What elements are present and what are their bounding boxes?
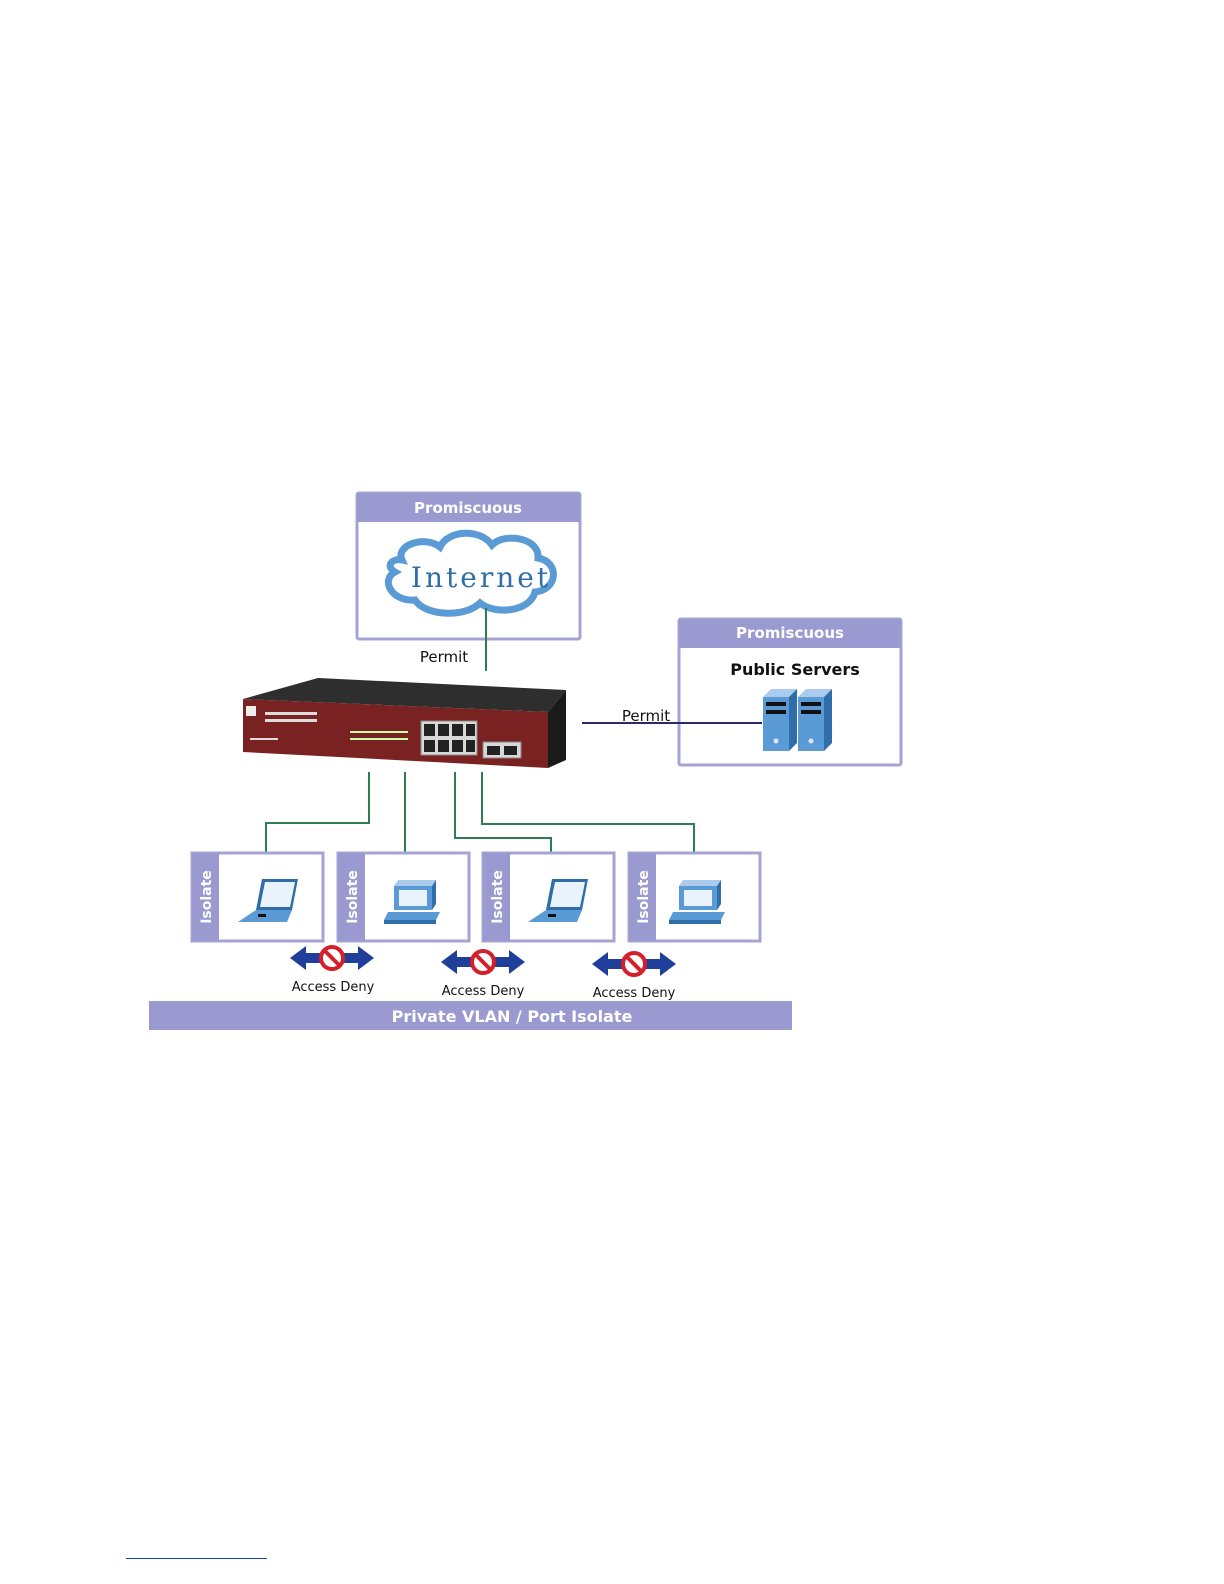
public-servers-title: Public Servers xyxy=(730,660,860,679)
server-permit-label: Permit xyxy=(622,707,670,725)
isolate-label: Isolate xyxy=(490,870,506,924)
access-deny-2: Access Deny xyxy=(441,950,525,999)
footnote-rule xyxy=(126,1558,267,1559)
no-entry-icon xyxy=(472,951,494,973)
access-deny-label: Access Deny xyxy=(292,980,375,995)
internet-panel: Promiscuous Internet xyxy=(357,493,580,639)
private-vlan-bar: Private VLAN / Port Isolate xyxy=(149,1001,792,1030)
access-deny-3: Access Deny xyxy=(592,952,676,1001)
switch-icon xyxy=(243,678,566,768)
access-deny-label: Access Deny xyxy=(442,984,525,999)
internet-panel-header: Promiscuous xyxy=(414,499,522,517)
no-entry-icon xyxy=(321,947,343,969)
private-vlan-label: Private VLAN / Port Isolate xyxy=(392,1007,633,1026)
access-deny-label: Access Deny xyxy=(593,986,676,1001)
isolate-panel-4: Isolate xyxy=(629,853,760,941)
isolate-label: Isolate xyxy=(199,870,215,924)
no-entry-icon xyxy=(623,953,645,975)
isolate-panel-1: Isolate xyxy=(192,853,323,941)
internet-cloud-label: Internet xyxy=(411,561,551,594)
isolate-panel-2: Isolate xyxy=(338,853,469,941)
isolate-panel-3: Isolate xyxy=(483,853,614,941)
access-deny-1: Access Deny xyxy=(290,946,375,995)
server-panel-header: Promiscuous xyxy=(736,624,844,642)
isolate-label: Isolate xyxy=(636,870,652,924)
server-panel: Promiscuous Public Servers xyxy=(679,619,901,765)
internet-permit-label: Permit xyxy=(420,648,468,666)
isolate-label: Isolate xyxy=(345,870,361,924)
